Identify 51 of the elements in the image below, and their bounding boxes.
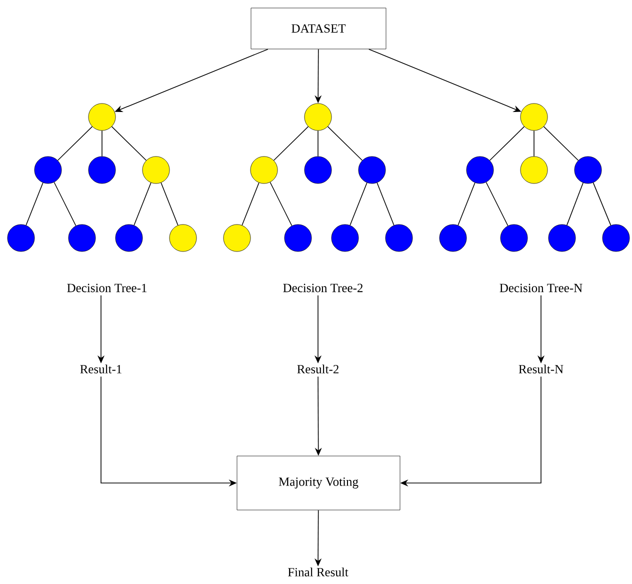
tree-node-circle xyxy=(34,156,62,184)
text-label: Decision Tree-2 xyxy=(283,284,363,292)
tree-branch xyxy=(160,182,178,226)
tree-branch xyxy=(376,182,394,226)
tree-node-circle xyxy=(223,224,251,252)
tree-node-circle xyxy=(574,156,602,184)
tree-node-circle xyxy=(304,103,332,131)
tree-branch xyxy=(134,182,152,226)
tree-branch xyxy=(486,182,508,226)
tree-node-circle xyxy=(331,224,359,252)
tree-node-circle xyxy=(250,156,278,184)
tree-branch xyxy=(350,182,368,226)
tree-node-circle xyxy=(466,156,494,184)
tree-branch xyxy=(327,126,363,161)
tree-node-circle xyxy=(520,156,548,184)
tree-branch xyxy=(489,126,525,161)
tree-node-circle xyxy=(500,224,528,252)
text-label: Result-N xyxy=(518,364,564,374)
tree-node-circle xyxy=(142,156,170,184)
process-box: DATASET xyxy=(250,8,386,50)
tree-branch xyxy=(54,182,76,226)
tree-node-circle xyxy=(88,156,116,184)
text-label: Decision Tree-N xyxy=(500,284,582,292)
tree-branch xyxy=(566,182,584,226)
tree-branch xyxy=(242,182,260,226)
tree-node-circle xyxy=(115,224,143,252)
tree-branch xyxy=(270,182,292,226)
tree-branch xyxy=(111,126,147,161)
process-box: Majority Voting xyxy=(236,456,400,510)
tree-node-circle xyxy=(548,224,576,252)
tree-node-circle xyxy=(602,224,630,252)
tree-branch xyxy=(273,126,309,161)
text-label: Final Result xyxy=(288,568,348,576)
tree-node-circle xyxy=(358,156,386,184)
tree-node-circle xyxy=(88,103,116,131)
tree-node-circle xyxy=(304,156,332,184)
text-label: Result-2 xyxy=(297,364,338,374)
tree-branch xyxy=(458,182,476,226)
tree-node-circle xyxy=(385,224,413,252)
tree-branch xyxy=(57,126,93,161)
tree-node-circle xyxy=(520,103,548,131)
tree-branch xyxy=(592,182,612,226)
tree-node-circle xyxy=(439,224,467,252)
tree-node-circle xyxy=(169,224,197,252)
tree-node-circle xyxy=(7,224,35,252)
tree-branch xyxy=(26,182,44,226)
tree-node-circle xyxy=(68,224,96,252)
tree-node-circle xyxy=(284,224,312,252)
tree-branch xyxy=(543,126,579,161)
text-label: Decision Tree-1 xyxy=(67,284,146,292)
text-label: Result-1 xyxy=(80,364,122,374)
